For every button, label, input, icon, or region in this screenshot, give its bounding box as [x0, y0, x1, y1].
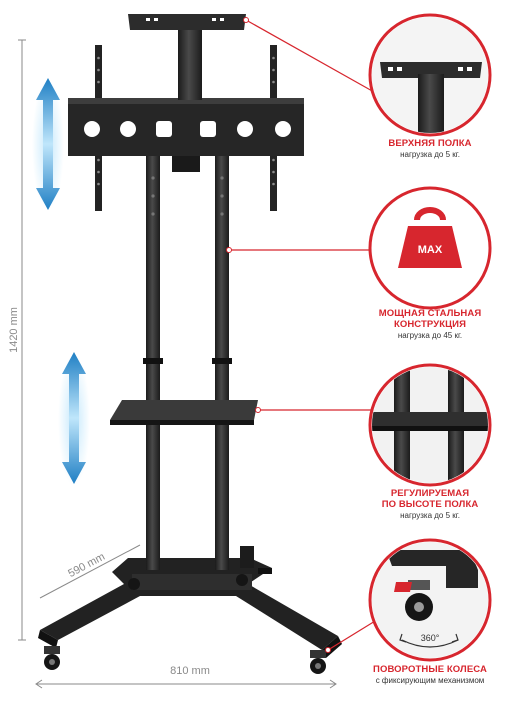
caster-wheel: [236, 574, 248, 586]
callout-title: ПОВОРОТНЫЕ КОЛЕСА: [373, 664, 487, 675]
height-dimension-label: 1420 mm: [8, 307, 20, 353]
callout-title: МОЩНАЯ СТАЛЬНАЯ: [378, 308, 482, 319]
width-dimension: [35, 679, 337, 689]
up-down-arrow-icon: [32, 78, 64, 211]
callout-title: ПО ВЫСОТЕ ПОЛКА: [381, 499, 479, 510]
callout-subtitle: нагрузка до 5 кг.: [400, 150, 460, 159]
callout-anchor-dots: [226, 17, 331, 653]
callout-adjustable-shelf-badge: [368, 363, 492, 487]
tv-mount-bracket: [68, 45, 304, 211]
callout-subtitle: нагрузка до 45 кг.: [397, 331, 463, 340]
callout-top-shelf-badge: [368, 13, 492, 137]
callout-subtitle: с фиксирующим механизмом: [375, 676, 485, 685]
weight-icon: [398, 207, 462, 268]
callout-leaders: [229, 19, 381, 651]
width-dimension-label: 810 mm: [170, 665, 210, 677]
callout-steel-badge: [368, 186, 492, 310]
height-dimension: [18, 39, 26, 641]
weight-badge-label: MAX: [418, 244, 443, 256]
depth-dimension: [39, 544, 141, 599]
caster-wheel: [44, 646, 60, 670]
callout-caster-badge: [368, 538, 492, 662]
up-down-arrow-icon: [58, 352, 90, 486]
tv-stand: [38, 14, 342, 674]
rotation-icon: [399, 633, 459, 648]
caster-wheel: [128, 578, 140, 590]
callout-subtitle: нагрузка до 5 кг.: [400, 511, 460, 520]
middle-shelf: [110, 400, 258, 425]
callout-title: ВЕРХНЯЯ ПОЛКА: [388, 138, 472, 149]
rotation-badge-label: 360°: [421, 633, 440, 643]
caster-wheel: [310, 650, 326, 674]
callout-title: КОНСТРУКЦИЯ: [393, 319, 467, 330]
top-shelf: [128, 14, 246, 100]
callout-title: РЕГУЛИРУЕМАЯ: [390, 488, 470, 499]
